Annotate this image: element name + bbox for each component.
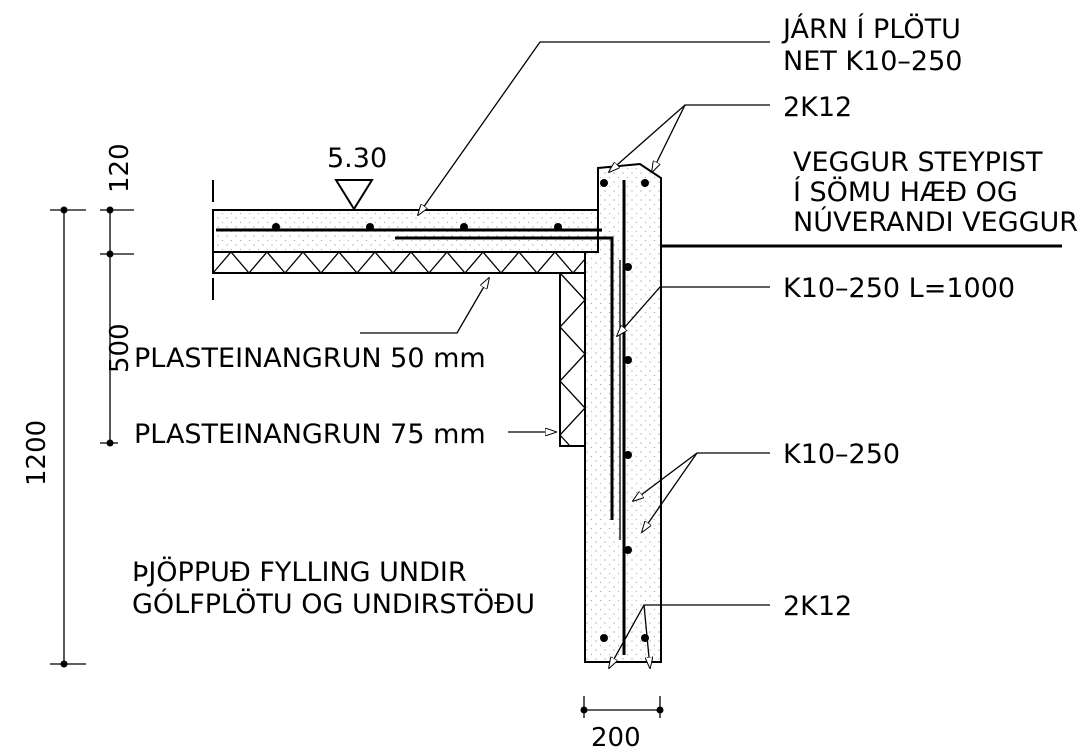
dimension-slab-thickness: 120 [105,143,135,193]
label-wall-bars: K10–250 [783,439,900,470]
leader-lines [360,41,770,668]
label-slab-rebar-line2: NET K10–250 [783,46,962,77]
label-fill-line1: ÞJÖPPUÐ FYLLING UNDIR [132,556,467,588]
dimension-lines [50,206,664,718]
dimension-insulation-depth: 500 [105,323,135,373]
dimension-total-height: 1200 [22,420,52,486]
label-slab-rebar-line1: JÁRN Í PLÖTU [781,13,961,45]
label-wall-note-line3: NÚVERANDI VEGGUR [793,206,1078,238]
wall-rebar [600,179,649,655]
label-top-bars: 2K12 [783,92,852,123]
insulation-50mm [212,251,586,274]
level-marker-icon [334,179,374,211]
slab-rebar [216,223,614,520]
dimension-wall-width: 200 [591,723,641,753]
level-label: 5.30 [327,143,387,174]
label-wall-note-line2: Í SÖMU HÆÐ OG [793,176,1018,208]
label-insulation-75: PLASTEINANGRUN 75 mm [134,419,486,450]
insulation-75mm [559,272,586,447]
label-insulation-50: PLASTEINANGRUN 50 mm [134,343,486,374]
label-bottom-bars: 2K12 [783,591,852,622]
label-fill-line2: GÓLFPLÖTU OG UNDIRSTÖÐU [132,588,535,620]
label-lap-bar: K10–250 L=1000 [783,273,1015,304]
label-wall-note-line1: VEGGUR STEYPIST [793,147,1043,178]
